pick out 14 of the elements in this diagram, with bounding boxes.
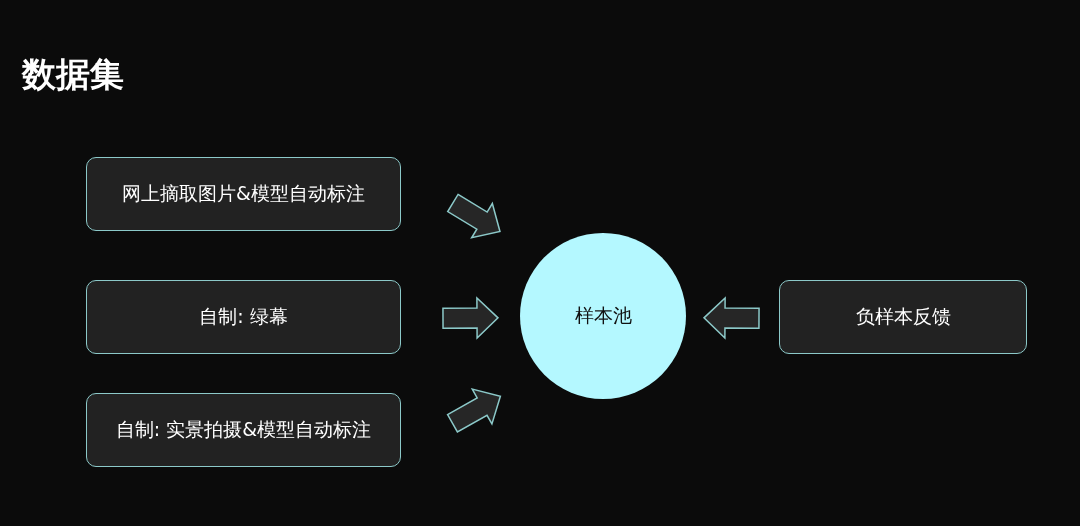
node-label: 自制: 绿幕 — [199, 304, 288, 329]
process-box — [779, 280, 1027, 354]
block-arrow — [446, 193, 501, 239]
node-label: 样本池 — [574, 303, 632, 328]
node-label: 负样本反馈 — [855, 304, 951, 329]
process-box — [86, 280, 401, 354]
process-box — [86, 157, 401, 231]
block-arrow — [702, 296, 760, 340]
block-arrow — [442, 296, 500, 340]
node-label: 网上摘取图片&模型自动标注 — [122, 181, 365, 206]
process-box — [86, 393, 401, 467]
title: 数据集 — [22, 53, 124, 96]
node-label: 自制: 实景拍摄&模型自动标注 — [115, 417, 372, 442]
block-arrow — [446, 388, 502, 433]
